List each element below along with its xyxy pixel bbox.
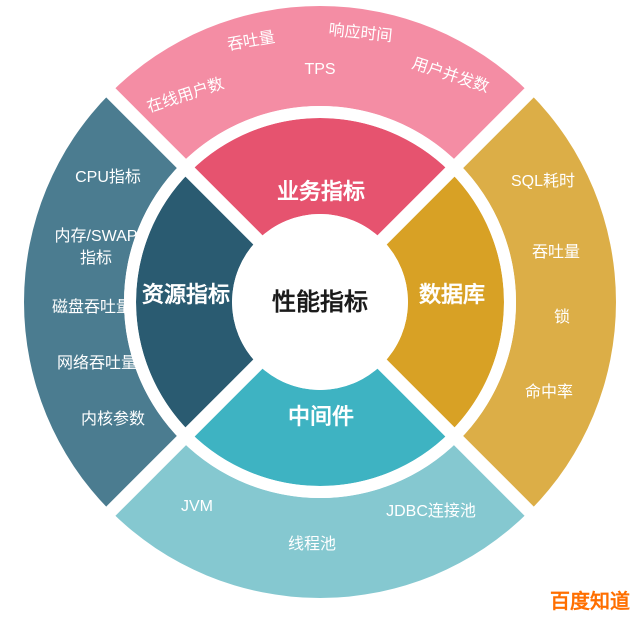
metric-label-db-throughput: 吞吐量 — [532, 243, 580, 261]
metric-label-jvm: JVM — [181, 498, 213, 515]
center-circle — [232, 214, 408, 390]
metric-label-network-throughput: 网络吞吐量 — [57, 353, 137, 372]
outer-arc-middleware — [110, 440, 530, 598]
inner-sector-middleware — [189, 364, 451, 486]
metric-label-jdbc-pool: JDBC连接池 — [386, 502, 476, 520]
outer-arc-database — [458, 92, 616, 512]
center-title: 性能指标 — [272, 288, 368, 316]
baidu-zhidao-watermark: 百度知道 — [550, 589, 630, 613]
metric-label-memory-swap-line1: 内存/SWAP — [55, 227, 138, 245]
inner-sector-database — [382, 171, 504, 433]
sector-label-business: 业务指标 — [277, 179, 365, 204]
metric-label-hit-rate: 命中率 — [525, 383, 573, 401]
inner-sector-business — [189, 118, 451, 240]
metric-label-kernel-params: 内核参数 — [81, 410, 145, 428]
metric-label-cpu: CPU指标 — [75, 168, 141, 186]
sector-label-resource: 资源指标 — [142, 282, 230, 307]
outer-arc-resource — [24, 92, 182, 512]
metric-label-tps: TPS — [304, 61, 335, 78]
metric-label-lock: 锁 — [554, 308, 570, 326]
sector-label-middleware: 中间件 — [288, 404, 354, 429]
outer-arc-business — [110, 6, 530, 164]
ring-gap-separator — [124, 106, 516, 498]
sector-label-database: 数据库 — [419, 282, 485, 307]
metric-label-memory-swap-line2: 指标 — [80, 249, 112, 267]
inner-sector-resource — [136, 171, 258, 433]
metric-label-disk-throughput: 磁盘吞吐量 — [52, 297, 132, 316]
metric-label-sql-time: SQL耗时 — [511, 172, 575, 190]
metric-label-thread-pool: 线程池 — [288, 535, 336, 553]
